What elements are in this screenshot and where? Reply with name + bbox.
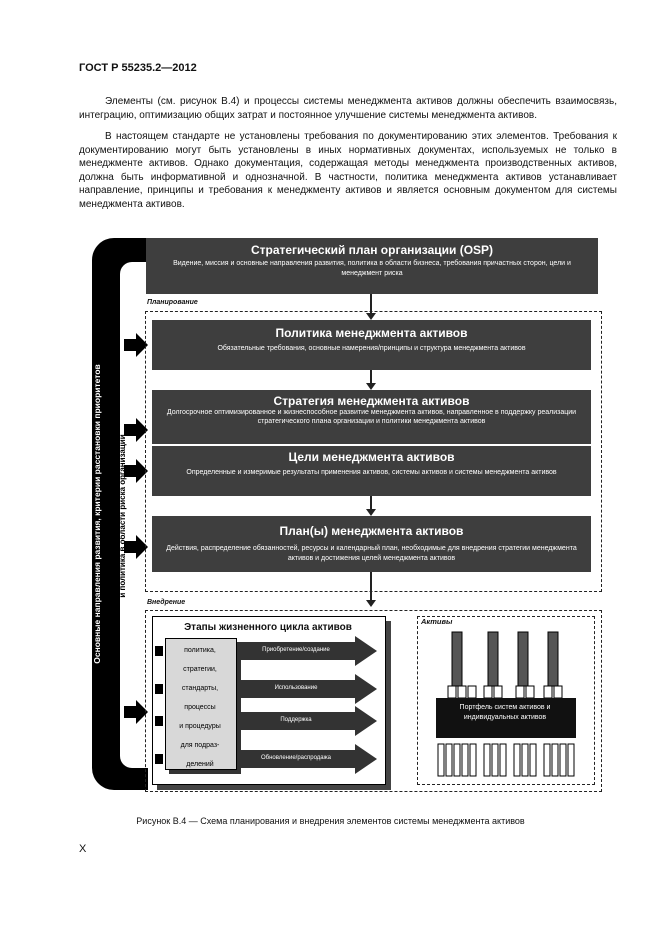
osp-desc: Видение, миссия и основные направления р… [173,260,571,277]
stage-label-2: Использование [274,685,318,691]
policy-line: стратегии, [183,666,217,673]
plans-desc: Действия, распределение обязанностей, ре… [166,545,577,562]
assets-bars [436,631,576,777]
arrow-down-icon [366,313,376,320]
stage-arrow-3 [155,706,377,736]
strategy-title: Стратегия менеджмента активов [273,394,470,408]
stage-label-1: Приобретение/создание [262,647,330,653]
stage-arrow-1 [155,636,377,666]
goals-desc: Определенные и измеримые результаты прим… [186,469,557,476]
connector [370,496,372,510]
connector [370,370,372,384]
strategy-box: Стратегия менеджмента активов Долгосрочн… [152,390,591,444]
osp-title: Стратегический план организации (OSP) [250,243,494,257]
page-number: X [79,843,87,855]
policy-line: стандарты, [181,685,219,692]
assets-portfolio-text: Портфель систем активов и индивидуальных… [459,704,551,721]
planning-area [145,311,602,592]
plans-title: План(ы) менеджмента активов [279,524,464,538]
policy-line: для подраз- [180,742,220,749]
arrow-right-icon [124,339,136,351]
arrow-down-icon [366,600,376,607]
left-bar-line1: Основные направления развития, критерии … [92,364,102,664]
policy-title: Политика менеджмента активов [275,326,468,340]
arrow-down-icon [366,383,376,390]
plans-box: План(ы) менеджмента активов Действия, ра… [152,516,591,572]
arrow-down-icon [366,509,376,516]
implementation-label: Внедрение [147,599,186,606]
assets-label: Активы [421,617,453,626]
stage-label-3: Поддержка [280,717,312,723]
page-header: ГОСТ Р 55235.2—2012 [79,62,197,74]
lifecycle-stage-arrows [155,636,377,774]
lifecycle-title: Этапы жизненного цикла активов [184,622,352,633]
paragraph-2: В настоящем стандарте не установлены тре… [79,131,617,210]
goals-box: Цели менеджмента активов Определенные и … [152,446,591,496]
connector [370,294,372,314]
planning-label: Планирование [147,299,198,306]
goals-title: Цели менеджмента активов [288,450,455,464]
policy-desc: Обязательные требования, основные намере… [217,345,526,352]
arrow-right-icon [124,706,136,718]
lifecycle-policy-box [165,638,237,770]
connector [370,572,372,600]
arrow-right-icon [124,541,136,553]
stage-arrow-2 [155,674,377,704]
osp-box: Стратегический план организации (OSP) Ви… [146,238,598,294]
lifecycle-policy-lines: политика, стратегии, стандарты, процессы… [165,641,235,774]
arrow-right-icon [124,465,136,477]
assets-box [417,616,595,785]
stage-label-4: Обновление/распродажа [261,755,331,761]
stage-arrow-4 [155,744,377,774]
policy-line: делений [186,761,214,768]
implementation-area [145,610,602,792]
policy-line: и процедуры [179,723,221,730]
figure-caption: Рисунок В.4 — Схема планирования и внедр… [136,816,525,826]
strategy-desc: Долгосрочное оптимизированное и жизнеспо… [166,409,577,425]
arrow-right-icon [124,424,136,436]
paragraph-1: Элементы (см. рисунок В.4) и процессы си… [79,96,617,121]
policy-box: Политика менеджмента активов Обязательны… [152,320,591,370]
policy-line: процессы [184,704,216,711]
policy-line: политика, [184,647,216,654]
